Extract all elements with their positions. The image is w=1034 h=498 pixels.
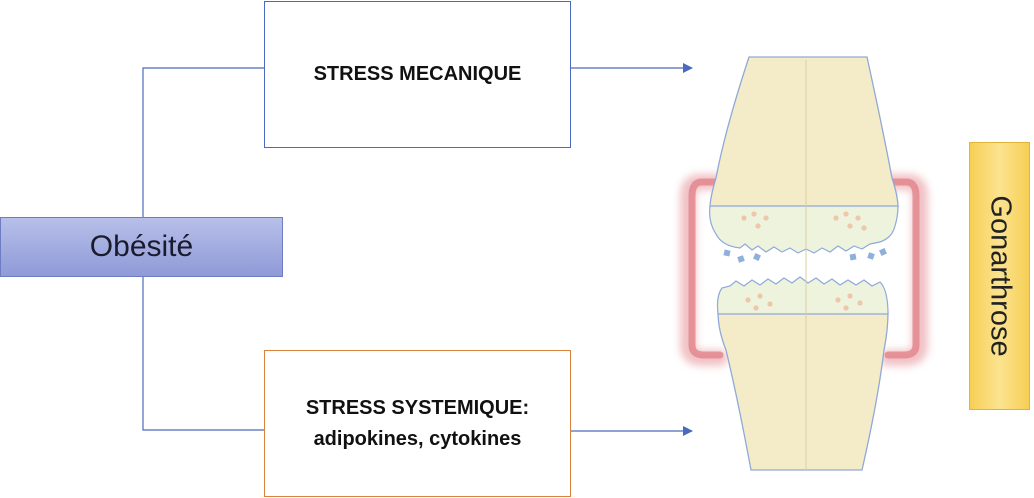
connector-obesity-to-mechanical xyxy=(142,67,264,217)
gonarthrosis-box: Gonarthrose xyxy=(969,142,1030,410)
cartilage-debris xyxy=(723,248,887,263)
synovium-right xyxy=(880,174,928,366)
tibia-cartilage xyxy=(716,276,889,315)
obesity-box: Obésité xyxy=(0,217,283,277)
obesity-label: Obésité xyxy=(89,230,194,263)
bone-cells xyxy=(741,211,867,311)
femur-cartilage xyxy=(709,205,899,254)
gonarthrosis-label: Gonarthrose xyxy=(984,195,1016,357)
connector-obesity-to-systemic xyxy=(142,277,264,431)
mechanical-stress-box: STRESS MECANIQUE xyxy=(264,1,571,148)
systemic-stress-box: STRESS SYSTEMIQUE: adipokines, cytokines xyxy=(264,350,571,497)
mechanical-stress-label: STRESS MECANIQUE xyxy=(313,63,522,85)
femur-bone xyxy=(709,56,899,209)
systemic-stress-details: adipokines, cytokines xyxy=(313,427,522,450)
tibia-bone xyxy=(717,311,889,471)
synovium-left xyxy=(680,174,728,366)
systemic-stress-label: STRESS SYSTEMIQUE: xyxy=(305,396,530,419)
